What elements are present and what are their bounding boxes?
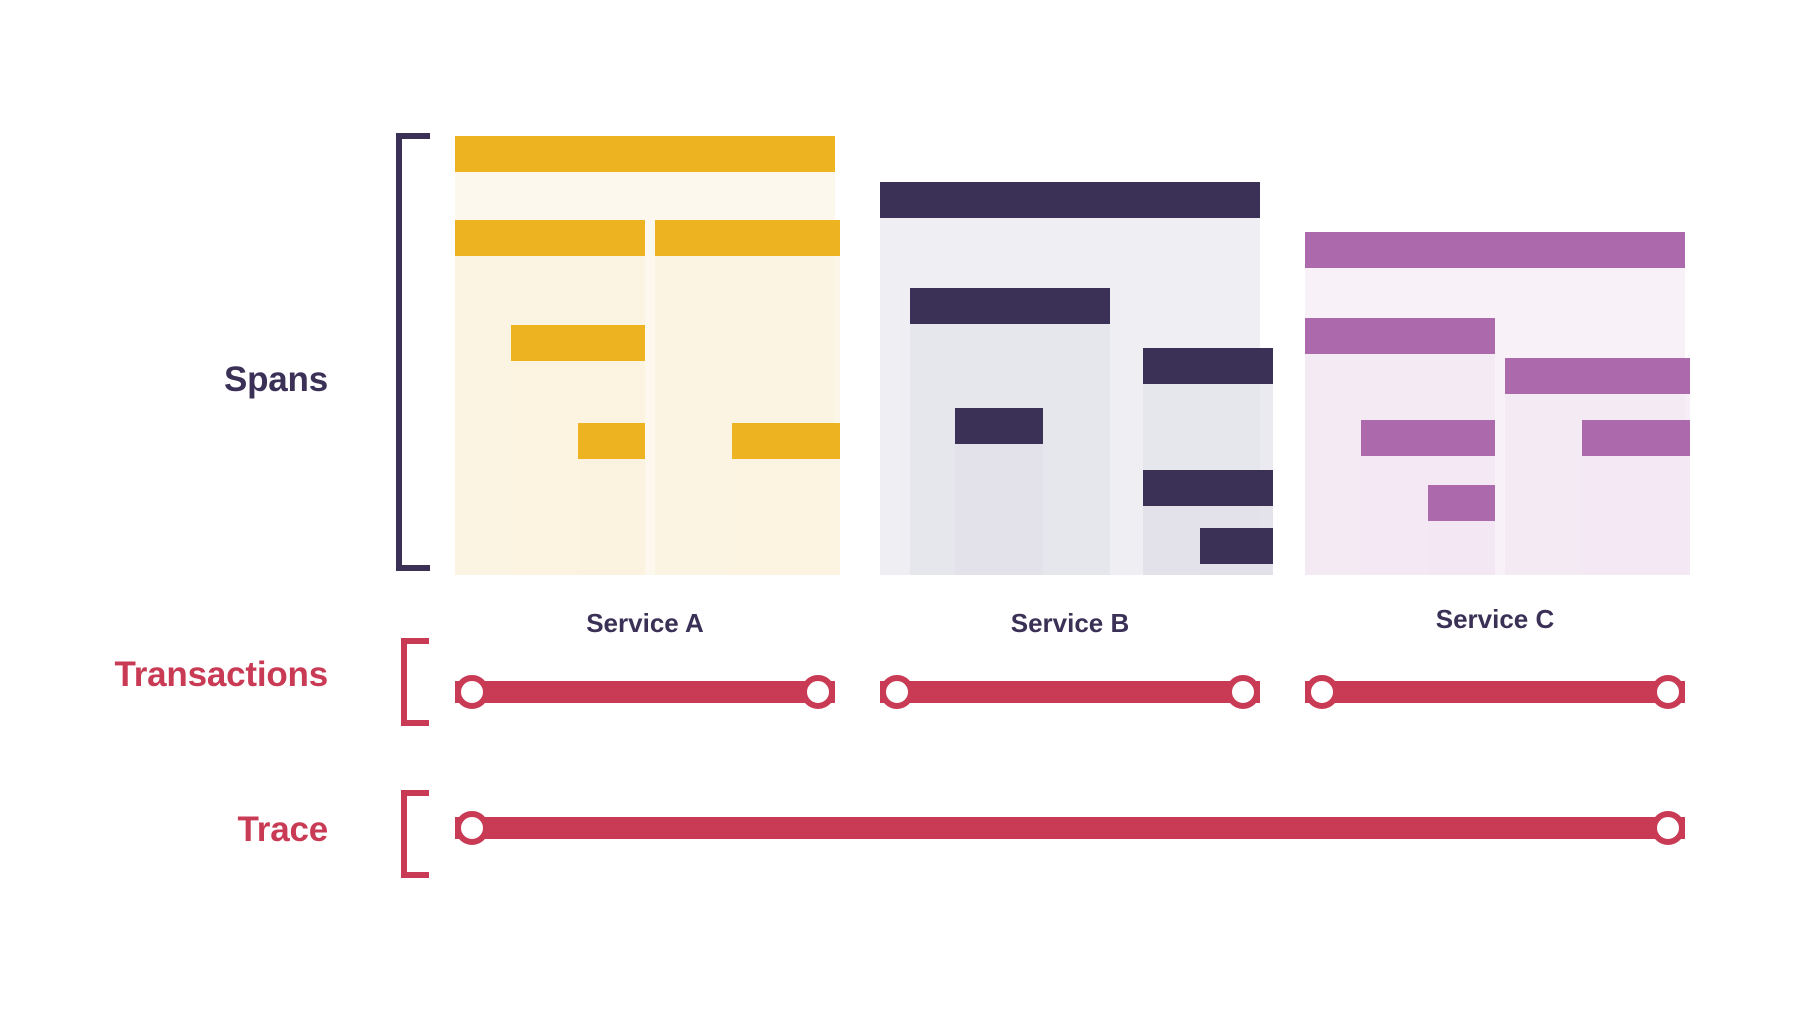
timeline-segment-transaction-c[interactable] <box>1305 681 1685 703</box>
span-leaf-span[interactable] <box>1200 528 1273 575</box>
span-header-bar <box>1428 485 1495 521</box>
timeline-segment-transaction-a[interactable] <box>455 681 835 703</box>
span-header-bar <box>455 136 835 172</box>
span-header-bar <box>732 423 840 459</box>
timeline-node[interactable] <box>1651 675 1685 709</box>
span-header-bar <box>1361 420 1495 456</box>
timeline-node[interactable] <box>455 811 489 845</box>
span-header-bar <box>578 423 645 459</box>
timeline-node[interactable] <box>1651 811 1685 845</box>
timeline-node[interactable] <box>455 675 489 709</box>
spans-bracket <box>396 133 430 571</box>
row-label-trace: Trace <box>237 810 329 849</box>
span-header-bar <box>1505 358 1690 394</box>
span-header-bar <box>880 182 1260 218</box>
span-group-service-a <box>455 120 840 575</box>
span-group-service-b <box>880 120 1273 575</box>
transactions-timeline <box>455 672 1685 712</box>
span-header-bar <box>1305 232 1685 268</box>
spans-canvas <box>455 120 1690 575</box>
span-header-bar <box>910 288 1110 324</box>
timeline-node[interactable] <box>880 675 914 709</box>
span-leaf-span[interactable] <box>578 423 645 575</box>
timeline-node[interactable] <box>1226 675 1260 709</box>
span-header-bar <box>1143 470 1273 506</box>
span-header-bar <box>655 220 840 256</box>
span-leaf-span[interactable] <box>732 423 840 575</box>
span-leaf-span[interactable] <box>1582 420 1690 575</box>
span-header-bar <box>455 220 645 256</box>
timeline-segment-transaction-b[interactable] <box>880 681 1260 703</box>
span-header-bar <box>1582 420 1690 456</box>
span-header-bar <box>955 408 1043 444</box>
span-header-bar <box>1143 348 1273 384</box>
span-header-bar <box>1305 318 1495 354</box>
transactions-bracket <box>401 638 429 726</box>
row-label-transactions: Transactions <box>114 655 328 694</box>
trace-timeline <box>455 808 1685 848</box>
span-leaf-span[interactable] <box>955 408 1043 575</box>
span-leaf-span[interactable] <box>1428 485 1495 575</box>
timeline-segment-trace-span[interactable] <box>455 817 1685 839</box>
span-group-service-c <box>1305 120 1690 575</box>
span-header-bar <box>511 325 645 361</box>
row-label-spans: Spans <box>223 360 328 399</box>
span-header-bar <box>1200 528 1273 564</box>
timeline-node[interactable] <box>1305 675 1339 709</box>
service-caption-c: Service C <box>1435 604 1555 634</box>
trace-bracket <box>401 790 429 878</box>
service-caption-a: Service A <box>586 608 704 638</box>
service-caption-b: Service B <box>1010 608 1130 638</box>
timeline-node[interactable] <box>801 675 835 709</box>
